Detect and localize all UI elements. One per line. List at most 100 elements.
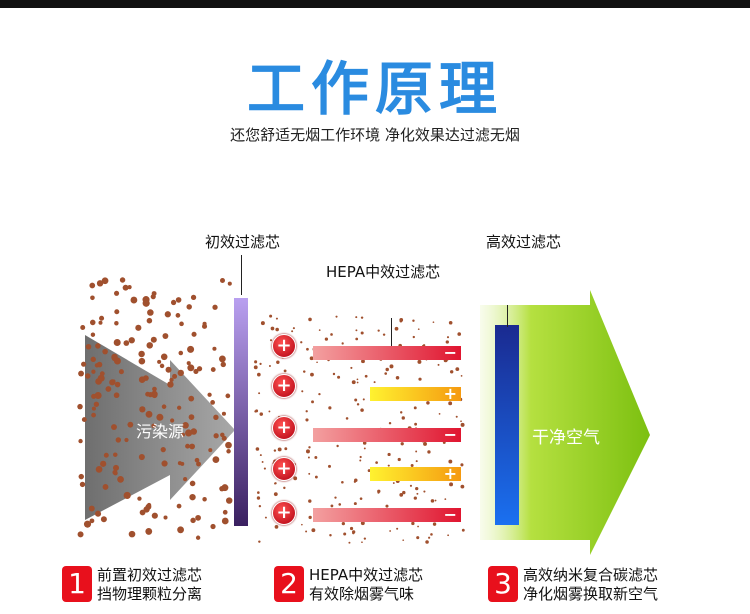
particle-dot: [139, 509, 146, 516]
particle-dot: [330, 504, 334, 508]
particle-dot: [310, 372, 314, 377]
particle-dot: [170, 299, 177, 306]
particle-dot: [213, 433, 219, 439]
particle-dot: [399, 319, 403, 323]
particle-dot: [185, 429, 193, 437]
particle-dot: [157, 359, 162, 364]
particle-dot: [268, 410, 271, 413]
particle-dot: [85, 343, 92, 350]
step-title: HEPA中效过滤芯: [309, 566, 424, 584]
page-title: 工作原理: [246, 55, 503, 123]
particle-dot: [89, 518, 95, 524]
particle-dot: [89, 282, 96, 289]
particle-dot: [394, 326, 399, 331]
particle-dot: [415, 486, 419, 491]
particle-dot: [102, 348, 108, 355]
particle-dot: [186, 304, 192, 310]
particle-dot: [356, 403, 360, 406]
particle-dot: [423, 490, 426, 493]
particle-dot: [138, 357, 146, 365]
particle-dot: [196, 366, 203, 372]
particle-dot: [414, 422, 418, 426]
particle-dot: [123, 491, 131, 500]
particle-dot: [111, 379, 116, 384]
positive-plate: +: [370, 466, 461, 482]
particle-dot: [382, 333, 386, 336]
particle-dot: [418, 377, 422, 381]
particle-dot: [353, 502, 357, 506]
particle-dot: [341, 342, 344, 345]
particle-dot: [177, 369, 184, 377]
particle-dot: [351, 380, 356, 385]
particle-dot: [460, 422, 465, 427]
particle-dot: [455, 367, 460, 371]
particle-dot: [400, 442, 404, 446]
particle-dot: [127, 285, 132, 290]
particle-dot: [118, 369, 124, 375]
particle-dot: [218, 355, 226, 363]
particle-dot: [275, 317, 278, 320]
particle-dot: [385, 367, 389, 372]
particle-dot: [91, 369, 96, 374]
particle-dot: [384, 372, 388, 375]
particle-dot: [284, 447, 288, 451]
particle-dot: [314, 456, 318, 459]
particle-dot: [417, 525, 419, 528]
particle-dot: [138, 454, 145, 461]
particle-dot: [147, 309, 154, 316]
particle-dot: [359, 497, 363, 500]
particle-dot: [412, 319, 415, 322]
particle-dot: [190, 428, 198, 435]
particle-dot: [139, 406, 146, 413]
particle-dot: [455, 415, 458, 418]
particle-dot: [96, 361, 103, 368]
particle-dot: [416, 536, 420, 540]
particle-dot: [95, 466, 103, 473]
plus-icon: +: [443, 384, 457, 403]
particle-dot: [99, 315, 105, 321]
particle-dot: [316, 361, 318, 364]
particle-dot: [367, 469, 371, 473]
particle-dot: [308, 515, 312, 520]
particle-dot: [460, 375, 463, 377]
particle-dot: [189, 480, 196, 487]
particle-dot: [137, 496, 142, 501]
particle-dot: [283, 486, 286, 490]
particle-dot: [112, 464, 120, 471]
particle-dot: [269, 339, 273, 342]
particle-dot: [114, 321, 119, 326]
particle-dot: [395, 376, 400, 380]
particle-dot: [335, 315, 338, 318]
particle-dot: [103, 452, 109, 458]
particle-dot: [444, 498, 447, 501]
particle-dot: [396, 527, 399, 530]
particle-dot: [102, 484, 109, 490]
particle-dot: [360, 316, 364, 319]
particle-dot: [261, 461, 264, 463]
particle-dot: [293, 476, 298, 481]
particle-dot: [260, 321, 265, 326]
particle-dot: [303, 370, 306, 373]
particle-dot: [460, 463, 464, 467]
particle-dot: [283, 369, 287, 373]
particle-dot: [355, 337, 359, 341]
particle-dot: [164, 311, 171, 318]
particle-dot: [100, 460, 107, 467]
particle-dot: [355, 329, 358, 332]
particle-dot: [309, 356, 314, 361]
particle-dot: [388, 421, 392, 425]
particle-dot: [124, 437, 129, 443]
particle-dot: [411, 521, 415, 526]
minus-icon: −: [443, 505, 457, 524]
particle-dot: [258, 505, 262, 508]
particle-dot: [212, 346, 217, 351]
particle-dot: [361, 541, 363, 544]
primary-filter-label: 初效过滤芯: [205, 233, 281, 251]
positive-ion-icon: +: [272, 334, 296, 358]
high-filter-label: 高效过滤芯: [486, 233, 562, 251]
particle-dot: [227, 281, 232, 286]
particle-dot: [150, 294, 156, 300]
particle-dot: [362, 398, 365, 401]
step-title: 前置初效过滤芯: [97, 566, 203, 584]
particle-dot: [363, 447, 366, 450]
